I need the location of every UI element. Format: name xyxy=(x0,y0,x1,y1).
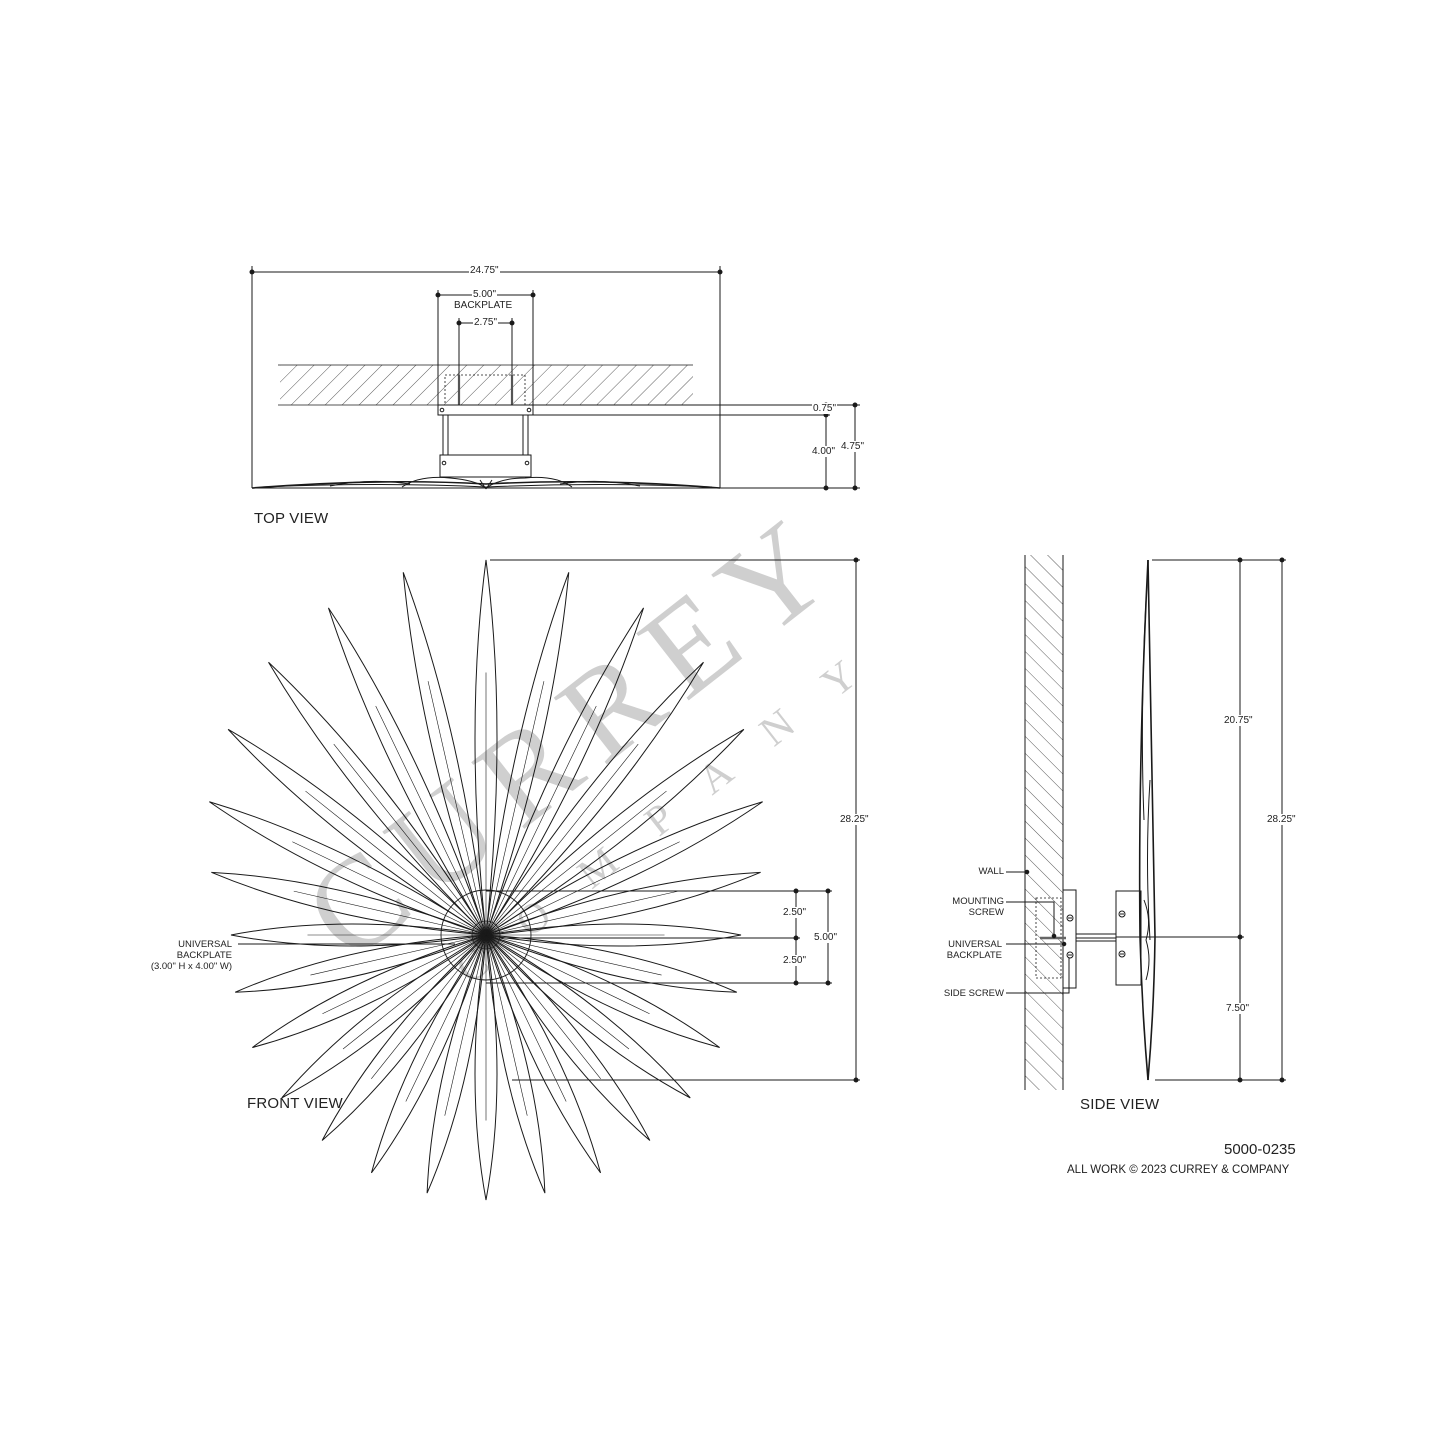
universal-backplate-callout: UNIVERSAL BACKPLATE (3.00" H x 4.00" W) xyxy=(130,939,232,972)
dim-overall-width: 24.75" xyxy=(469,265,500,276)
backplate-label: BACKPLATE xyxy=(453,300,514,311)
leaf xyxy=(209,801,487,936)
top-view-drawing xyxy=(249,266,860,491)
mounting-screw-line-2: SCREW xyxy=(968,907,1004,918)
side-view-title: SIDE VIEW xyxy=(1080,1096,1160,1113)
leaf xyxy=(485,934,691,1099)
leaf xyxy=(485,871,761,936)
callout-line-3: (3.00" H x 4.00" W) xyxy=(150,961,232,972)
dim-side-lower-height: 7.50" xyxy=(1225,1003,1251,1014)
universal-backplate-line-2: BACKPLATE xyxy=(946,950,1002,961)
leaf xyxy=(402,572,487,936)
leaf xyxy=(485,934,720,1049)
leaf xyxy=(485,934,737,993)
leaf xyxy=(485,572,570,936)
universal-backplate-line-1: UNIVERSAL xyxy=(948,939,1002,950)
front-view-dimensions xyxy=(238,557,860,1083)
leaf xyxy=(485,801,763,936)
leaf xyxy=(321,934,487,1141)
dim-arm-depth: 4.00" xyxy=(811,446,837,457)
leaf xyxy=(474,559,498,936)
wall-callout: WALL xyxy=(978,866,1004,877)
leaf xyxy=(227,728,487,936)
mounting-screw-callout: MOUNTING SCREW xyxy=(920,896,1004,918)
universal-backplate-side-callout: UNIVERSAL BACKPLATE xyxy=(920,939,1002,961)
leaf xyxy=(485,934,602,1174)
top-view-title: TOP VIEW xyxy=(254,510,329,527)
dim-side-overall-height: 28.25" xyxy=(1266,814,1297,825)
leaf xyxy=(252,934,487,1049)
front-view-title: FRONT VIEW xyxy=(247,1095,343,1112)
dim-front-upper-half: 2.50" xyxy=(782,907,808,918)
dim-total-depth: 4.75" xyxy=(840,441,866,452)
callout-line-1: UNIVERSAL xyxy=(178,939,232,950)
leaf xyxy=(485,934,651,1141)
leaf xyxy=(211,871,487,936)
leaf xyxy=(474,934,498,1201)
callout-line-2: BACKPLATE xyxy=(176,950,232,961)
copyright-notice: ALL WORK © 2023 CURREY & COMPANY xyxy=(1067,1164,1290,1176)
leaf xyxy=(485,728,745,936)
leaf xyxy=(281,934,487,1099)
leaf xyxy=(268,661,487,936)
dim-screw-spacing: 2.75" xyxy=(473,317,499,328)
leaf xyxy=(485,607,645,936)
leaf xyxy=(327,607,487,936)
front-view-starburst xyxy=(209,559,763,1201)
dim-front-lower-half: 2.50" xyxy=(782,955,808,966)
leaf xyxy=(485,661,704,936)
dim-side-upper-height: 20.75" xyxy=(1223,715,1254,726)
dim-backplate-width: 5.00" xyxy=(472,289,498,300)
leaf xyxy=(426,934,487,1194)
side-screw-callout: SIDE SCREW xyxy=(943,988,1004,999)
leaf xyxy=(485,934,546,1194)
dim-front-overall-height: 28.25" xyxy=(839,814,870,825)
mounting-screw-line-1: MOUNTING xyxy=(952,896,1004,907)
dim-backplate-depth: 0.75" xyxy=(812,403,838,414)
product-code: 5000-0235 xyxy=(1224,1141,1296,1158)
leaf xyxy=(370,934,487,1174)
side-view-drawing xyxy=(1006,555,1286,1090)
dim-front-backplate-height: 5.00" xyxy=(813,932,839,943)
